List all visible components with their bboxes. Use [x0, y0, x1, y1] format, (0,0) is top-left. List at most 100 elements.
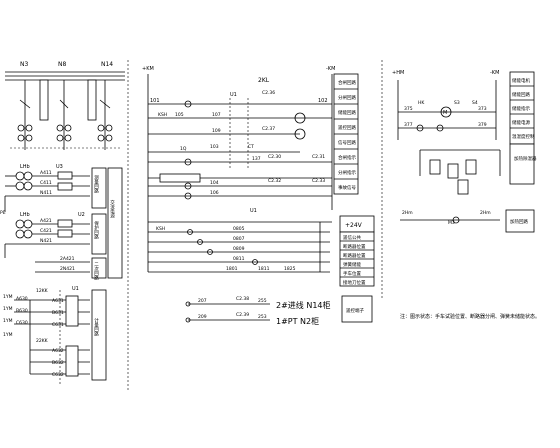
- heater-icons: [429, 159, 477, 195]
- n209-label: 209: [198, 314, 207, 320]
- k1-label: 12KK: [36, 288, 49, 294]
- feeder-section: N3 N8 N14: [5, 61, 125, 150]
- control-circuit: +KM -KM 101 102 105 107 109 137 104 106 …: [142, 66, 359, 272]
- n253-label: 253: [258, 314, 267, 320]
- pe-label: PE: [0, 210, 6, 216]
- c1801-label: 1801: [226, 266, 238, 272]
- nkm-right-label: -KM: [490, 70, 499, 76]
- plus24-label: +24V: [345, 222, 363, 229]
- right-tag-1: 储能回路: [512, 91, 530, 98]
- c239-label: C2.39: [236, 312, 249, 318]
- info-2: 断路器位置: [343, 252, 366, 259]
- measure-tag: 测量回路: [94, 174, 99, 195]
- a630-label: A630: [16, 296, 28, 302]
- cross-tag: 交流电源: [110, 199, 115, 220]
- u1-signal-label: U1: [250, 208, 257, 214]
- n373-label: 373: [478, 106, 487, 112]
- b632-label: B632: [52, 360, 64, 366]
- k2-label: 22KK: [36, 338, 49, 344]
- pos-tag-2: 储能回路: [338, 109, 356, 116]
- measuring-circuit: LHb U3 A411 C411 N411 PE 测量回路 LHb U2: [0, 164, 123, 282]
- ym-b-label: 1YM: [3, 306, 13, 312]
- s3-label: S3: [454, 100, 460, 106]
- a632-label: A632: [52, 348, 64, 354]
- n107-label: 107: [212, 112, 221, 118]
- b3-label: 2N421: [60, 266, 75, 272]
- c632-label: C632: [52, 372, 64, 378]
- interlock-circuit: 207 209 C2.38 C2.39 255 253 2#进线 N14柜 1#…: [185, 295, 373, 326]
- ym-a-label: 1YM: [3, 294, 13, 300]
- motor-circuit: +HM -KM 375 373 377 379 HK S3 S4 M: [392, 70, 540, 320]
- n102-label: 102: [318, 98, 328, 104]
- right-tag-4: 温湿度控制: [512, 133, 535, 140]
- pos-tag-0: 合闸回路: [338, 79, 356, 86]
- meter-tag: 计量回路: [94, 317, 99, 338]
- n0809-label: 0809: [233, 246, 245, 252]
- n379-label: 379: [478, 122, 487, 128]
- info-5: 接地刀位置: [343, 279, 366, 286]
- hm1-label: 2Hm: [402, 210, 413, 216]
- nkm-center-label: -KM: [326, 66, 335, 72]
- b630-label: B630: [16, 308, 28, 314]
- meter-circuit: 1YM 1YM 1YM 1YM 12KK 22KK U1 A630 B630 C…: [3, 286, 107, 384]
- pkm-center-label: +KM: [142, 66, 154, 72]
- u1-left-label: U1: [72, 286, 79, 292]
- c230-label: C2.30: [268, 154, 281, 160]
- q1-label: 1Q: [180, 146, 187, 152]
- c231-label: C2.31: [312, 154, 325, 160]
- info-3: 弹簧储能: [343, 261, 361, 268]
- sec-tag: 二次回路: [94, 262, 99, 282]
- ksh-2-label: KSH: [156, 226, 165, 232]
- n375-label: 375: [404, 106, 413, 112]
- n137-label: 137: [252, 156, 261, 162]
- pos-tag-7: 事故信号: [338, 184, 356, 191]
- right-tag-3: 储能电源: [512, 119, 530, 126]
- c236-label: C2.36: [262, 90, 275, 96]
- pos-tag-6: 分闸指示: [338, 169, 356, 176]
- heater-tag: 加热除湿器: [514, 155, 537, 162]
- hk-label: HK: [418, 100, 425, 106]
- c232-label: C2.32: [268, 178, 281, 184]
- remote-terminal-label: 遥控端子: [346, 307, 364, 314]
- motor-m-label: M: [443, 110, 447, 116]
- heating-tag: 加热回路: [510, 218, 528, 225]
- n2-cabinet-label: 1#PT N2柜: [276, 316, 319, 326]
- right-tag-0: 储能电机: [512, 77, 530, 84]
- n421-label: N421: [40, 238, 52, 244]
- n0807-label: 0807: [233, 236, 245, 242]
- c631-label: C631: [52, 322, 64, 328]
- u1-center-label: U1: [230, 92, 237, 98]
- protect-tag: 保护回路: [94, 220, 99, 241]
- n101-label: 101: [150, 98, 160, 104]
- c233-label: C2.33: [312, 178, 325, 184]
- n106-label: 106: [210, 190, 219, 196]
- n0811-label: 0811: [233, 256, 245, 262]
- c1825-label: 1825: [284, 266, 296, 272]
- lh2-label: LHb: [20, 212, 30, 218]
- n105-label: 105: [175, 112, 184, 118]
- c411-label: C411: [40, 180, 52, 186]
- right-tag-2: 储能指示: [512, 105, 530, 112]
- pos-tag-1: 分闸回路: [338, 94, 356, 101]
- status-note: 注：图示状态：手车试验位置、断路器分闸、弹簧未储能状态。: [400, 313, 540, 320]
- lh-label: LHb: [20, 164, 30, 170]
- info-4: 手车位置: [343, 270, 361, 277]
- n14-cabinet-label: 2#进线 N14柜: [276, 300, 331, 310]
- u2-label: U2: [78, 212, 85, 218]
- info-0: 遥信公共: [343, 234, 361, 241]
- n255-label: 255: [258, 298, 267, 304]
- n411-label: N411: [40, 190, 52, 196]
- hm-label: +HM: [392, 70, 404, 76]
- c1811-label: 1811: [258, 266, 270, 272]
- n0805-label: 0805: [233, 226, 245, 232]
- feeder-n3-label: N3: [20, 61, 28, 68]
- n104-label: 104: [210, 180, 219, 186]
- a631-label: A631: [52, 298, 64, 304]
- c630-label: C630: [16, 320, 28, 326]
- m3-label: M3: [448, 220, 455, 226]
- b631-label: B631: [52, 310, 64, 316]
- u3-label: U3: [56, 164, 63, 170]
- info-1: 断路器位置: [343, 243, 366, 250]
- n207-label: 207: [198, 298, 207, 304]
- s4-label: S4: [472, 100, 478, 106]
